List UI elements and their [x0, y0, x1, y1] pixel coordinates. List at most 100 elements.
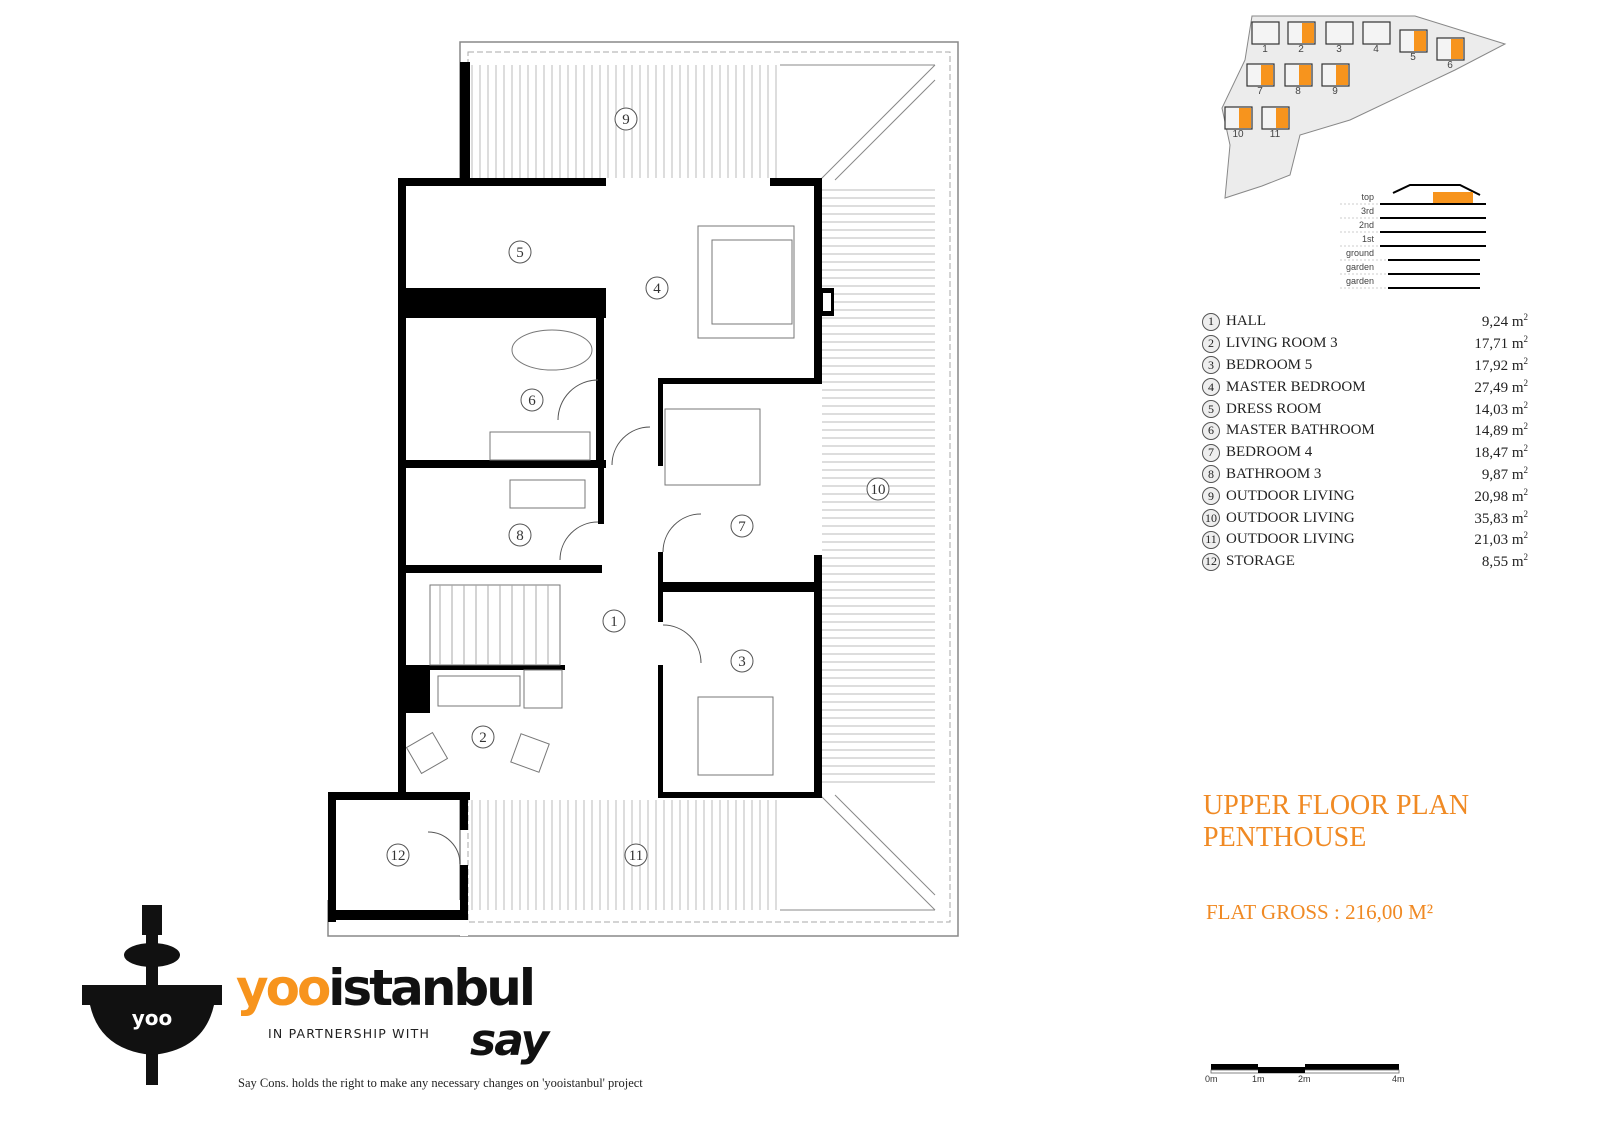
doors: [427, 379, 702, 865]
legend-area: 21,03 m2: [1474, 530, 1528, 549]
site-block-label: 6: [1447, 60, 1453, 71]
svg-text:12: 12: [391, 848, 406, 864]
site-block-label: 2: [1298, 44, 1304, 55]
legend-room-name: MASTER BATHROOM: [1226, 422, 1375, 439]
site-block-label: 9: [1332, 86, 1338, 97]
site-block-label: 3: [1336, 44, 1342, 55]
plan-title: UPPER FLOOR PLAN PENTHOUSE: [1203, 790, 1469, 854]
svg-text:1: 1: [610, 614, 618, 630]
legend-number: 4: [1202, 378, 1220, 397]
legend-row: 10 OUTDOOR LIVING 35,83 m2: [1202, 507, 1528, 529]
walls: [328, 62, 834, 922]
site-block-5: [1399, 29, 1428, 53]
legend-number: 2: [1202, 334, 1220, 353]
site-block-3: [1325, 21, 1354, 45]
staircase: [439, 585, 549, 665]
legend-area: 18,47 m2: [1474, 443, 1528, 462]
site-block-10: [1224, 106, 1253, 130]
site-blocks: [1224, 21, 1465, 130]
site-block-label: 1: [1262, 44, 1268, 55]
legend-room-name: OUTDOOR LIVING: [1226, 531, 1355, 548]
site-block-label: 10: [1232, 129, 1244, 140]
scale-bar: [1210, 1064, 1400, 1074]
room-marker-1: 1: [602, 609, 626, 633]
legend-room-name: MASTER BEDROOM: [1226, 378, 1366, 395]
legend-area: 35,83 m2: [1474, 508, 1528, 527]
highlighted-floor: [1433, 192, 1473, 204]
site-map: [1221, 15, 1507, 199]
svg-text:3: 3: [738, 654, 746, 670]
legend-room-name: LIVING ROOM 3: [1226, 335, 1338, 352]
legend-area: 9,87 m2: [1481, 464, 1528, 483]
site-block-label: 11: [1269, 129, 1281, 140]
site-block-label: 5: [1410, 52, 1416, 63]
brand-istanbul: istanbul: [328, 959, 536, 1017]
legend-number: 8: [1202, 465, 1220, 484]
legend-row: 2 LIVING ROOM 3 17,71 m2: [1202, 333, 1528, 355]
floor-label: 3rd: [1360, 206, 1374, 216]
legend-room-name: BEDROOM 5: [1226, 356, 1313, 373]
legend-number: 3: [1202, 356, 1220, 375]
svg-text:yoo: yoo: [132, 1006, 173, 1030]
site-block-8: [1284, 63, 1313, 87]
site-block-label: 8: [1295, 86, 1301, 97]
svg-text:7: 7: [738, 519, 746, 535]
room-marker-12: 12: [386, 843, 410, 867]
legend-area: 9,24 m2: [1481, 312, 1528, 331]
site-block-4: [1362, 21, 1391, 45]
floor-label: ground: [1345, 248, 1374, 258]
room-marker-5: 5: [508, 240, 532, 264]
floor-label: 2nd: [1358, 220, 1374, 230]
legend-number: 1: [1202, 312, 1220, 331]
legend-room-name: OUTDOOR LIVING: [1226, 487, 1355, 504]
legend-area: 8,55 m2: [1481, 552, 1528, 571]
svg-text:8: 8: [516, 528, 524, 544]
site-block-1: [1251, 21, 1280, 45]
legend-number: 7: [1202, 443, 1220, 462]
svg-text:6: 6: [528, 393, 536, 409]
site-block-7: [1246, 63, 1275, 87]
title-line-2: PENTHOUSE: [1203, 822, 1367, 853]
room-marker-6: 6: [520, 388, 544, 412]
flat-gross-area: FLAT GROSS : 216,00 M²: [1206, 900, 1434, 924]
legend-room-name: DRESS ROOM: [1226, 400, 1322, 417]
room-marker-11: 11: [624, 843, 648, 867]
site-block-2: [1287, 21, 1316, 45]
legend-area: 27,49 m2: [1474, 377, 1528, 396]
site-block-label: 7: [1257, 86, 1263, 97]
room-marker-8: 8: [508, 523, 532, 547]
legend-number: 10: [1202, 509, 1220, 528]
room-marker-3: 3: [730, 649, 754, 673]
legend-room-name: BEDROOM 4: [1226, 444, 1313, 461]
legend-area: 17,92 m2: [1474, 355, 1528, 374]
legend-number: 5: [1202, 400, 1220, 419]
legend-area: 14,03 m2: [1474, 399, 1528, 418]
legend-area: 17,71 m2: [1474, 334, 1528, 353]
floor-label: garden: [1345, 262, 1374, 272]
site-block-9: [1321, 63, 1350, 87]
room-marker-7: 7: [730, 514, 754, 538]
svg-text:4: 4: [653, 281, 661, 297]
svg-text:11: 11: [629, 848, 643, 864]
room-marker-4: 4: [645, 276, 669, 300]
svg-text:5: 5: [516, 245, 524, 261]
floor-label: 1st: [1361, 234, 1374, 244]
legend-number: 12: [1202, 552, 1220, 571]
disclaimer: Say Cons. holds the right to make any ne…: [238, 1076, 643, 1090]
title-line-1: UPPER FLOOR PLAN: [1203, 790, 1470, 821]
legend-row: 3 BEDROOM 5 17,92 m2: [1202, 355, 1528, 377]
scale-label: 2m: [1298, 1074, 1311, 1084]
legend-room-name: BATHROOM 3: [1226, 465, 1322, 482]
legend-room-name: OUTDOOR LIVING: [1226, 509, 1355, 526]
room-marker-9: 9: [614, 107, 638, 131]
brand-wordmark: yooistanbul: [236, 959, 536, 1017]
svg-text:9: 9: [622, 112, 630, 128]
furniture: [405, 225, 795, 776]
site-block-11: [1261, 106, 1290, 130]
